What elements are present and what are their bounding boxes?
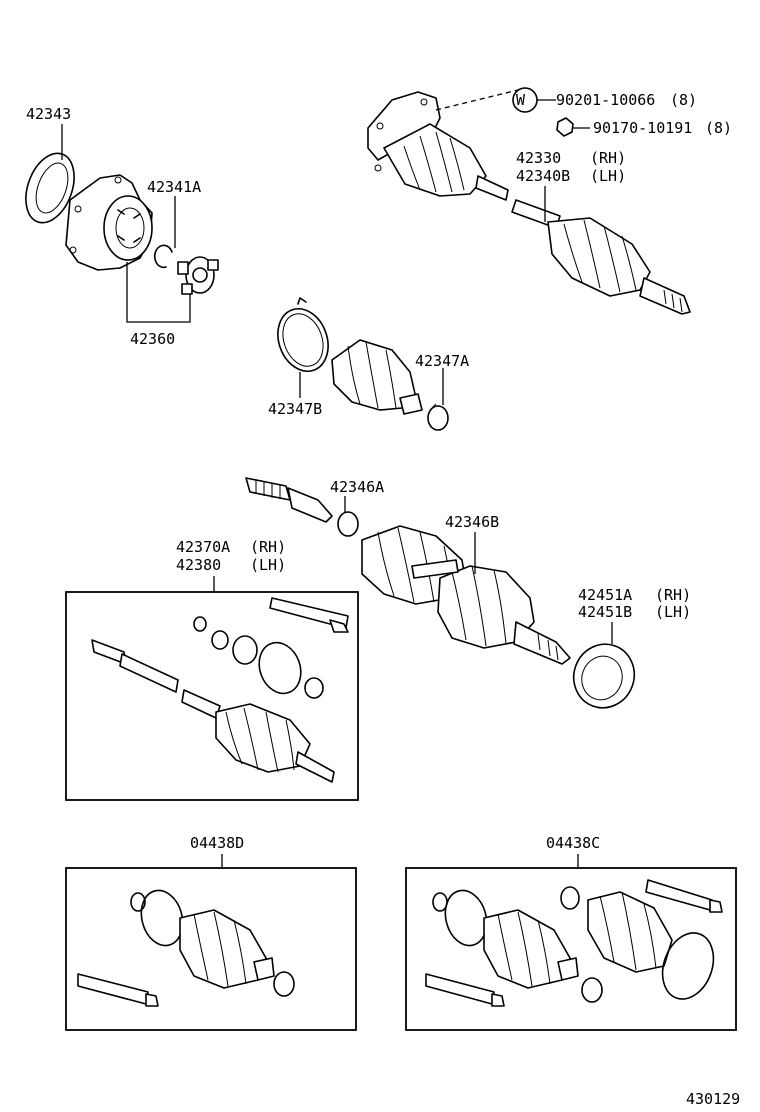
- label-42380-side: (LH): [250, 556, 286, 574]
- part-differential-hub[interactable]: [65, 174, 153, 271]
- label-42330-side: (RH): [590, 149, 626, 167]
- part-drive-shaft-assembly-42330[interactable]: [367, 91, 691, 315]
- part-inboard-boot[interactable]: [331, 339, 423, 415]
- label-42340b-code: 42340B: [516, 167, 570, 185]
- label-90170-code: 90170-10191: [593, 119, 692, 137]
- part-outboard-boot-42346b[interactable]: [361, 525, 571, 665]
- part-washer-90201[interactable]: W: [512, 87, 538, 113]
- label-90170-qty: (8): [705, 119, 732, 137]
- label-42347b: 42347B: [268, 400, 322, 418]
- label-42380-code: 42380: [176, 556, 221, 574]
- label-42370a-code: 42370A: [176, 538, 230, 556]
- label-42451a-side: (RH): [655, 586, 691, 604]
- label-90201-code: 90201-10066: [556, 91, 655, 109]
- illustration-number: 430129: [686, 1090, 740, 1108]
- label-42341a: 42341A: [147, 178, 201, 196]
- label-42346a: 42346A: [330, 478, 384, 496]
- part-snap-ring-42341a[interactable]: [153, 244, 173, 269]
- kit-box-42370a: [65, 591, 359, 801]
- part-kit-shaft-assembly[interactable]: [91, 597, 349, 783]
- part-inboard-shaft[interactable]: [245, 477, 333, 523]
- part-dust-seal-42451a[interactable]: [565, 636, 643, 717]
- part-tripod-joint[interactable]: [177, 256, 219, 295]
- part-boot-clamp-42347a[interactable]: [427, 403, 449, 431]
- label-42451a-code: 42451A: [578, 586, 632, 604]
- washer-symbol: W: [516, 91, 526, 109]
- label-04438d: 04438D: [190, 834, 244, 852]
- label-42451b-code: 42451B: [578, 603, 632, 621]
- label-42330-code: 42330: [516, 149, 561, 167]
- part-kit-04438d-contents[interactable]: [77, 886, 295, 1007]
- label-42451b-side: (LH): [655, 603, 691, 621]
- kit-box-04438c: [405, 867, 737, 1031]
- label-42346b: 42346B: [445, 513, 499, 531]
- part-snap-ring-42346a[interactable]: [337, 511, 359, 537]
- part-kit-04438c-contents[interactable]: [425, 879, 723, 1007]
- label-04438c: 04438C: [546, 834, 600, 852]
- label-42343: 42343: [26, 105, 71, 123]
- label-42347a: 42347A: [415, 352, 469, 370]
- part-boot-clamp-42347b[interactable]: [270, 297, 337, 378]
- part-nut-90170[interactable]: [556, 117, 574, 137]
- label-42370a-side: (RH): [250, 538, 286, 556]
- label-42340b-side: (LH): [590, 167, 626, 185]
- label-42360: 42360: [130, 330, 175, 348]
- label-90201-qty: (8): [670, 91, 697, 109]
- kit-box-04438d: [65, 867, 357, 1031]
